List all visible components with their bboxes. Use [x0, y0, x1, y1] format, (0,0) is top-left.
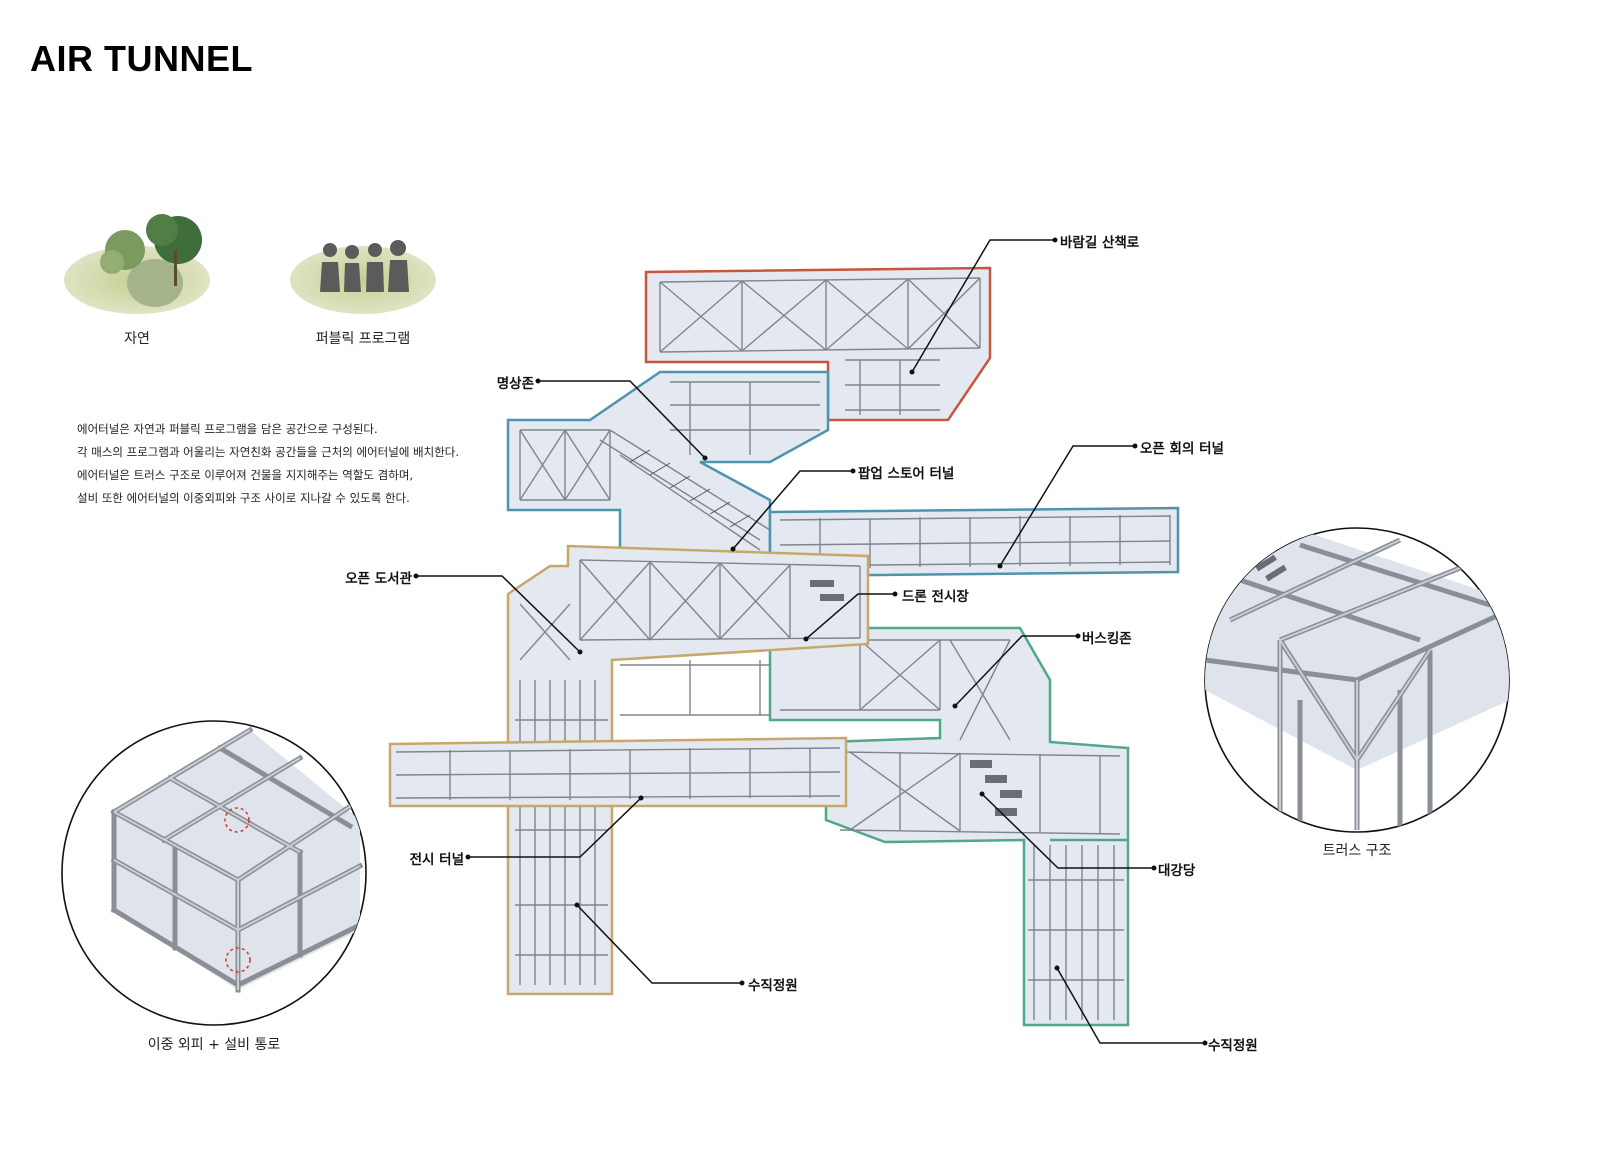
description-line: 에어터널은 자연과 퍼블릭 프로그램을 담은 공간으로 구성된다.: [77, 422, 378, 436]
label-exhibit-tunnel: 전시 터널: [409, 852, 464, 868]
public-program-icon: [290, 240, 436, 314]
label-drone-exhibit: 드론 전시장: [902, 589, 969, 605]
leader-dots: [413, 237, 1208, 1046]
marker-upper: [224, 807, 250, 833]
label-wind-walk: 바람길 산책로: [1060, 235, 1140, 251]
double-skin-detail: [61, 720, 367, 1026]
label-busking: 버스킹존: [1082, 631, 1132, 647]
leader-lines: [416, 239, 1205, 1044]
label-auditorium: 대강당: [1158, 863, 1196, 879]
truss-detail: [1204, 527, 1510, 833]
description-line: 각 매스의 프로그램과 어울리는 자연친화 공간들을 근처의 에어터널에 배치한…: [77, 445, 460, 459]
open-library-block: [506, 544, 870, 996]
legend-label-nature: 자연: [124, 331, 150, 347]
label-meditation: 명상존: [496, 376, 534, 392]
label-popup-store: 팝업 스토어 터널: [858, 466, 955, 482]
description-line: 에어터널은 트러스 구조로 이루어져 건물을 지지해주는 역할도 겸하며,: [77, 468, 414, 482]
page-title: AIR TUNNEL: [30, 38, 253, 79]
label-vertical-garden-right: 수직정원: [1208, 1038, 1258, 1054]
marker-lower: [225, 947, 251, 973]
label-open-meeting: 오픈 회의 터널: [1140, 441, 1224, 457]
description-line: 설비 또한 에어터널의 이중외피와 구조 사이로 지나갈 수 있도록 한다.: [77, 491, 410, 505]
label-open-library: 오픈 도서관: [345, 571, 412, 587]
exhibit-tunnel: [388, 736, 848, 808]
wind-walk-tunnel: [644, 266, 992, 422]
label-truss: 트러스 구조: [1322, 843, 1392, 859]
busking-auditorium-block: [768, 626, 1130, 1027]
air-tunnel-structure: [388, 266, 1180, 1027]
label-vertical-garden-left: 수직정원: [748, 978, 798, 994]
description: 에어터널은 자연과 퍼블릭 프로그램을 담은 공간으로 구성된다. 각 매스의 …: [77, 418, 459, 510]
nature-icon: [64, 214, 210, 314]
legend-label-public: 퍼블릭 프로그램: [315, 331, 411, 347]
label-double-skin: 이중 외피 + 설비 통로: [147, 1037, 281, 1053]
